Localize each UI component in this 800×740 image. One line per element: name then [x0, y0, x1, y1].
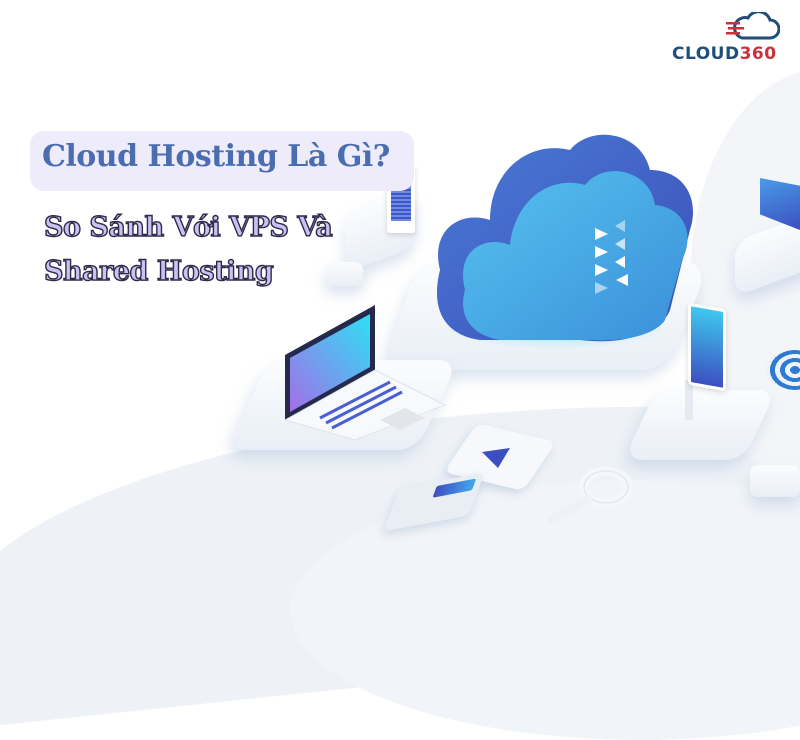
subtitle-line-2: Shared Hosting — [43, 255, 274, 287]
laptop-icon — [283, 305, 447, 440]
brand-logo: CLOUD360 — [672, 44, 777, 64]
kiosk-stand — [685, 380, 693, 420]
cloud-icon — [436, 134, 694, 342]
page-title: Cloud Hosting Là Gì? — [42, 139, 390, 174]
play-icon — [482, 448, 510, 468]
title-badge — [30, 131, 414, 191]
small-tile-right — [750, 465, 800, 497]
small-tile — [325, 262, 363, 286]
subtitle-line-1: So Sánh Với VPS Và — [43, 211, 333, 243]
kiosk-icon — [688, 302, 726, 392]
cloud-logo-icon — [726, 12, 780, 40]
logo-text-360: 360 — [739, 44, 777, 64]
magnifier-icon — [547, 466, 633, 525]
logo-text-cloud: CLOUD — [672, 44, 740, 64]
